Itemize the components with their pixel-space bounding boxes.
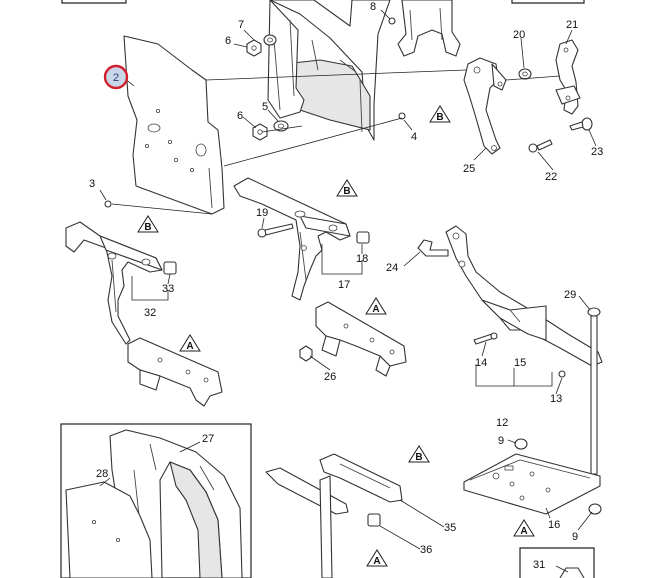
svg-text:A: A [373,556,380,567]
marker-a-4: A [366,549,388,567]
inset-frame [60,423,252,578]
alignment-line-right [505,75,561,81]
callout-36: 36 [420,544,432,556]
callout-32: 32 [144,307,156,319]
part-16-mounting-plate[interactable] [463,453,601,515]
callout-2: 2 [113,72,119,84]
svg-text:B: B [343,186,350,197]
left-lower-bracket[interactable] [127,337,223,407]
part-8-upper-bracket[interactable] [388,0,461,57]
callout-3: 3 [89,178,95,190]
part-31-inset[interactable] [519,547,595,578]
marker-a-2: A [179,334,201,352]
highlighted-callout-2[interactable]: 2 [103,64,129,90]
marker-b-1: B [429,105,451,123]
hardware-4-screw[interactable] [398,112,406,120]
alignment-line-top [205,69,467,81]
callout-24: 24 [386,262,398,274]
callout-9b: 9 [572,531,578,543]
part-13-bolt[interactable] [558,370,566,378]
part-9a-nut[interactable] [514,438,528,450]
marker-a-3: A [513,519,535,537]
callout-28: 28 [96,468,108,480]
svg-text:A: A [520,526,527,537]
top-right-inset-edge [511,0,585,4]
callout-27: 27 [202,433,214,445]
callout-26: 26 [324,371,336,383]
part-14-bolt[interactable] [473,332,498,345]
alignment-line-mid [223,117,403,167]
callout-25: 25 [463,163,475,175]
part-23-bolt[interactable] [569,117,593,131]
part-22-bolt[interactable] [528,139,553,153]
part-26-lower-bracket-mid[interactable] [299,301,407,377]
callout-6b: 6 [237,110,243,122]
part-35-holder[interactable] [265,453,403,578]
callout-18: 18 [356,253,368,265]
part-20-washer[interactable] [518,68,532,80]
svg-text:B: B [144,222,151,233]
callout-21: 21 [566,19,578,31]
callout-9a: 9 [498,435,504,447]
callout-29: 29 [564,289,576,301]
part-33-nut[interactable] [163,261,177,275]
hardware-3-screw[interactable] [104,200,112,208]
marker-b-4: B [408,445,430,463]
part-17-holder[interactable] [233,177,351,301]
part-28-splash-panel[interactable] [65,481,153,578]
callout-23: 23 [591,146,603,158]
part-25-bracket[interactable] [463,57,507,155]
svg-text:A: A [186,341,193,352]
alignment-line-washer [261,125,303,133]
callout-7: 7 [238,19,244,31]
hardware-6a-nut[interactable] [246,39,262,57]
part-21-bracket[interactable] [555,39,581,115]
part-32-holder[interactable] [65,221,163,345]
top-left-inset-edge [61,0,127,4]
callout-labels: 3 4 5 6 6 7 8 20 21 25 22 23 19 18 17 24… [89,1,603,571]
svg-text:B: B [436,112,443,123]
mudflap-upper[interactable] [267,0,391,141]
callout-8: 8 [370,1,376,13]
part-18-nut[interactable] [356,231,370,244]
marker-b-3: B [137,215,159,233]
part-15-mounting-arm[interactable] [445,225,603,367]
svg-text:B: B [415,452,422,463]
part-36-nut[interactable] [367,513,381,527]
callout-6a: 6 [225,35,231,47]
callout-13: 13 [550,393,562,405]
callout-16: 16 [548,519,560,531]
callout-20: 20 [513,29,525,41]
group-brackets [131,244,553,387]
callout-15: 15 [514,357,526,369]
hardware-7-washer[interactable] [263,34,277,46]
callout-31: 31 [533,559,545,571]
svg-text:A: A [372,304,379,315]
leader-lines [99,9,597,573]
callout-5: 5 [262,101,268,113]
alignment-line-low [111,203,213,215]
callout-35: 35 [444,522,456,534]
callout-22: 22 [545,171,557,183]
part-24-clip[interactable] [417,239,449,257]
callout-4: 4 [411,131,417,143]
part-2-splash-panel[interactable] [123,35,225,215]
part-29-bolt[interactable] [587,307,601,475]
callout-19: 19 [256,207,268,219]
part-9b-nut[interactable] [588,503,602,515]
callout-12: 12 [496,417,508,429]
callout-17: 17 [338,279,350,291]
marker-a-1: A [365,297,387,315]
part-19-bolt[interactable] [257,223,294,238]
marker-b-2: B [336,179,358,197]
callout-14: 14 [475,357,487,369]
hardware-6b-nut[interactable] [252,123,268,141]
callout-33: 33 [162,283,174,295]
